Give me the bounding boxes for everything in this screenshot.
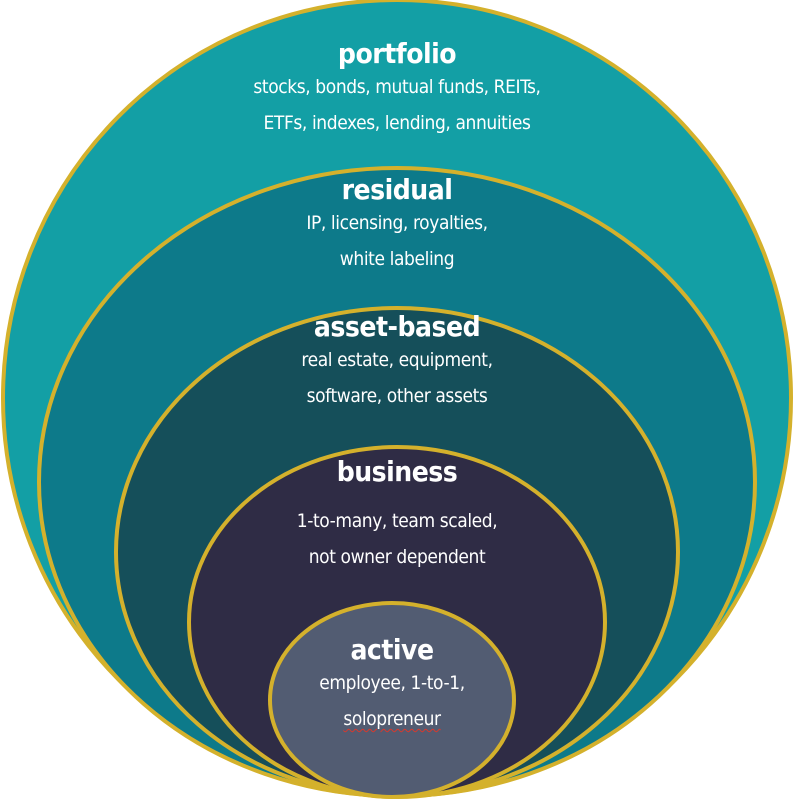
active-desc-line-1: employee, 1-to-1,: [319, 672, 465, 694]
business-desc-line-2: not owner dependent: [308, 546, 486, 568]
residual-desc-line-1: IP, licensing, royalties,: [306, 212, 488, 234]
active-label-group: active employee, 1-to-1, solopreneur: [0, 632, 789, 737]
asset-based-label-group: asset-based real estate, equipment, soft…: [0, 309, 794, 414]
residual-title: residual: [341, 173, 453, 206]
portfolio-title: portfolio: [337, 37, 457, 70]
portfolio-desc-line-1: stocks, bonds, mutual funds, REITs,: [253, 76, 541, 98]
portfolio-desc-line-2: ETFs, indexes, lending, annuities: [263, 112, 531, 134]
business-title: business: [336, 455, 458, 488]
asset-based-title: asset-based: [313, 310, 481, 343]
business-label-group: business 1-to-many, team scaled, not own…: [0, 454, 794, 575]
asset-based-desc-line-2: software, other assets: [306, 385, 488, 407]
asset-based-desc-line-1: real estate, equipment,: [301, 349, 493, 371]
residual-desc-line-2: white labeling: [339, 248, 455, 270]
business-desc-line-1: 1-to-many, team scaled,: [296, 510, 498, 532]
residual-label-group: residual IP, licensing, royalties, white…: [0, 172, 794, 277]
active-ellipse: [268, 601, 516, 799]
active-desc-line-2-text: solopreneur: [343, 708, 441, 730]
active-title: active: [350, 633, 434, 666]
portfolio-label-group: portfolio stocks, bonds, mutual funds, R…: [0, 36, 794, 141]
active-desc-line-2: solopreneur: [0, 701, 789, 737]
